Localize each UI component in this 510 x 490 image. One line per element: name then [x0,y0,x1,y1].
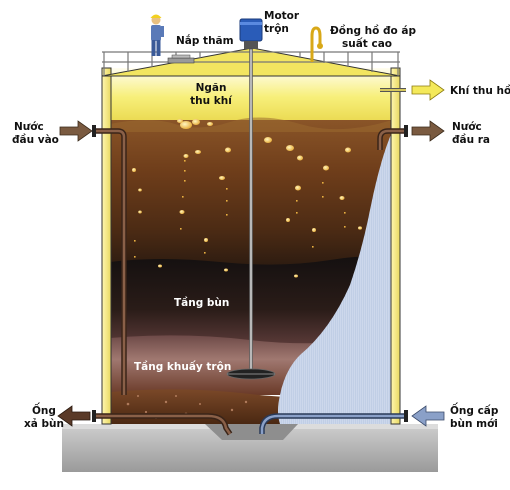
drain-label-line2: xả bùn [24,418,64,430]
motor-label-line1: Motor [264,10,300,22]
outlet-overflow-curtain [278,132,392,424]
concrete-foundation [62,424,438,472]
pressure-gauge [310,26,323,62]
gas-bubbles [132,119,362,278]
outlet-label-line2: đầu ra [452,134,490,146]
drain-label-line1: Ống [32,402,56,417]
supply-label-line1: Ống cấp [450,402,499,417]
inlet-arrow [59,120,93,142]
outlet-label-line1: Nước [452,121,482,133]
inlet-label-line2: đầu vào [12,134,59,146]
supply-label-line2: bùn mới [450,418,498,430]
inspection-lid-label: Nắp thăm [176,34,234,47]
inlet-pipe [92,125,127,395]
mixer-motor [239,18,263,49]
drain-arrow [57,405,91,427]
tank-wall-right [390,67,401,425]
outlet-arrow [411,120,445,142]
mixer-shaft [226,48,276,380]
inlet-label-line1: Nước [14,121,44,133]
worker-figure [150,14,164,56]
mixing-layer-label: Tầng khuấy trộn [134,360,231,373]
sludge-drain-pipe [92,410,233,436]
motor-label-line2: trộn [264,23,289,35]
inspection-lid [167,54,195,64]
sludge-supply-pipe [259,410,408,434]
outlet-pipe [377,125,408,150]
supply-arrow [411,405,445,427]
sludge-layer-label: Tầng bùn [174,297,229,309]
gas-out-arrow [411,79,445,101]
gas-bubble-trails [134,160,346,258]
gas-chamber-label-line2: thu khí [190,95,233,107]
gauge-label-line2: suất cao [342,37,392,50]
tank-wall-left [101,67,112,425]
gas-chamber-label-line1: Ngăn [196,82,227,94]
gauge-label-line1: Đồng hồ đo áp [330,24,416,37]
gas-out-label: Khí thu hồi [450,84,510,97]
